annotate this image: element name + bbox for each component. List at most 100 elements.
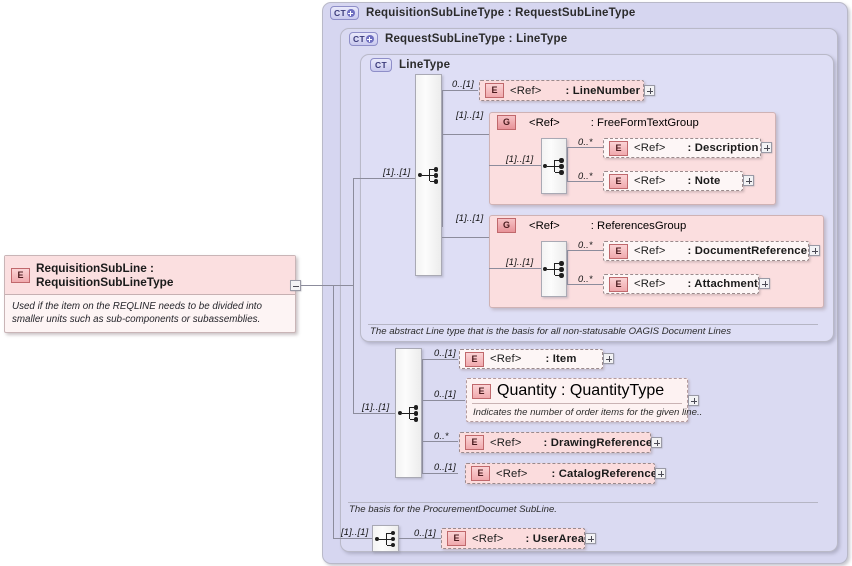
divider [5, 294, 295, 295]
element-badge-icon: E [471, 466, 490, 481]
element-ref-label: <Ref> [634, 245, 666, 257]
element-type-label: : CatalogReference [551, 467, 658, 480]
connector-to-references-group [442, 237, 489, 238]
element-description[interactable]: E <Ref> : Description [603, 138, 761, 158]
container-title-3: LineType [399, 59, 451, 71]
complex-type-icon[interactable]: CT [370, 58, 392, 72]
element-type-label: : Note [687, 175, 721, 187]
plus-expander-item[interactable] [603, 353, 614, 364]
element-quantity[interactable]: E Quantity : QuantityType Indicates the … [466, 378, 702, 422]
connector-to-free-form-text-group [442, 134, 489, 135]
sequence-compositor-references-group[interactable] [541, 241, 567, 297]
root-element-header: E RequisitionSubLine : RequisitionSubLin… [5, 256, 295, 294]
element-badge-icon: E [472, 383, 491, 399]
connector-line-type-fan [442, 90, 443, 227]
element-type-label: : LineNumber [565, 84, 641, 97]
cardinality-drawing-reference: 0..* [434, 431, 449, 441]
plus-expander-catalog-reference[interactable] [655, 468, 666, 479]
sub-line-annotation-rule [348, 502, 818, 503]
element-note[interactable]: E <Ref> : Note [603, 171, 743, 191]
sequence-icon [374, 530, 397, 548]
cardinality-refgroup-sequence: [1]..[1] [506, 257, 534, 267]
minus-expander-root[interactable] [290, 280, 301, 291]
element-ref-label: <Ref> [472, 532, 504, 545]
connector-sub-line-fan [422, 359, 423, 473]
sequence-compositor-user-area[interactable] [372, 525, 399, 552]
element-badge-icon: E [465, 435, 484, 450]
group-header-references-group[interactable]: G <Ref> : ReferencesGroup [497, 218, 686, 233]
element-ref-label: <Ref> [490, 353, 522, 365]
connector-to-item [422, 359, 458, 360]
connector-to-description [567, 147, 603, 148]
cardinality-catalog-reference: 0..[1] [434, 462, 456, 472]
plus-expander-line-number[interactable] [644, 85, 655, 96]
cardinality-quantity: 0..[1] [434, 389, 456, 399]
plus-expander-attachment[interactable] [759, 278, 770, 289]
element-badge-icon: E [609, 140, 628, 156]
group-ref-label: <Ref> [529, 116, 560, 129]
connector-to-user-area [399, 538, 441, 539]
connector-to-drawing-reference [422, 441, 458, 442]
connector-fftg-fan [567, 147, 568, 181]
element-quantity-header: E Quantity : QuantityType [467, 379, 687, 402]
sequence-compositor-free-form-text-group[interactable] [541, 138, 567, 194]
element-type-label: : DocumentReference [687, 245, 808, 257]
cardinality-document-reference: 0..* [578, 240, 593, 250]
cardinality-free-form-text-group: [1]..[1] [456, 110, 484, 120]
sequence-icon [543, 260, 565, 278]
cardinality-item: 0..[1] [434, 348, 456, 358]
connector-refgroup-to-sequence [489, 268, 541, 269]
connector-to-attachment [567, 284, 603, 285]
plus-expander-user-area[interactable] [585, 533, 596, 544]
group-ref-label: <Ref> [529, 219, 560, 232]
container-title-2: RequestSubLineType : LineType [384, 33, 568, 45]
connector-spine-inner [353, 178, 354, 413]
element-user-area[interactable]: E <Ref> : UserArea [441, 528, 585, 549]
sub-line-annotation: The basis for the ProcurementDocumet Sub… [349, 504, 557, 515]
element-attachment[interactable]: E <Ref> : Attachment [603, 274, 759, 294]
container-header-request-sub-line-type: CT RequestSubLineType : LineType [349, 32, 567, 46]
element-document-reference[interactable]: E <Ref> : DocumentReference [603, 241, 809, 261]
connector-root-to-spine [301, 285, 353, 286]
element-line-number[interactable]: E <Ref> : LineNumber [479, 80, 644, 101]
cardinality-sub-line-sequence: [1]..[1] [362, 402, 390, 412]
element-item[interactable]: E <Ref> : Item [459, 349, 603, 369]
connector-to-catalog-reference [422, 473, 458, 474]
complex-type-plus-icon[interactable]: CT [349, 32, 378, 46]
element-ref-label: <Ref> [496, 467, 528, 480]
element-type-label: : UserArea [525, 532, 585, 545]
sequence-compositor-sub-line[interactable] [395, 348, 422, 478]
root-element-requisition-sub-line[interactable]: E RequisitionSubLine : RequisitionSubLin… [4, 255, 296, 334]
element-catalog-reference[interactable]: E <Ref> : CatalogReference [465, 463, 658, 484]
connector-refgroup-fan [567, 250, 568, 284]
sequence-icon [397, 404, 420, 422]
cardinality-line-number: 0..[1] [452, 79, 474, 89]
plus-expander-note[interactable] [743, 175, 754, 186]
element-ref-label: <Ref> [510, 84, 542, 97]
group-header-free-form-text-group[interactable]: G <Ref> : FreeFormTextGroup [497, 115, 699, 130]
sequence-compositor-line-type[interactable] [415, 74, 442, 276]
plus-expander-quantity[interactable] [688, 395, 699, 406]
element-ref-label: <Ref> [490, 436, 522, 449]
element-badge-icon: E [609, 276, 628, 292]
cardinality-line-type-sequence: [1]..[1] [383, 167, 411, 177]
element-badge-icon: E [609, 243, 628, 259]
element-ref-label: <Ref> [634, 278, 666, 290]
plus-expander-drawing-reference[interactable] [651, 437, 662, 448]
group-type-label: : ReferencesGroup [590, 219, 687, 232]
element-type-label: : Description [687, 142, 759, 154]
divider [472, 403, 682, 404]
connector-to-sub-line-sequence [353, 413, 395, 414]
plus-expander-description[interactable] [761, 142, 772, 153]
complex-type-plus-icon[interactable]: CT [330, 6, 359, 20]
element-type-label: : Attachment [687, 278, 758, 290]
root-element-label: RequisitionSubLine : RequisitionSubLineT… [36, 261, 174, 289]
cardinality-description: 0..* [578, 137, 593, 147]
element-drawing-reference[interactable]: E <Ref> : DrawingReference [459, 432, 652, 453]
element-badge-icon: E [447, 531, 466, 546]
sequence-icon [417, 166, 440, 184]
plus-expander-document-reference[interactable] [809, 245, 820, 256]
cardinality-attachment: 0..* [578, 274, 593, 284]
element-badge-icon: E [609, 173, 628, 189]
